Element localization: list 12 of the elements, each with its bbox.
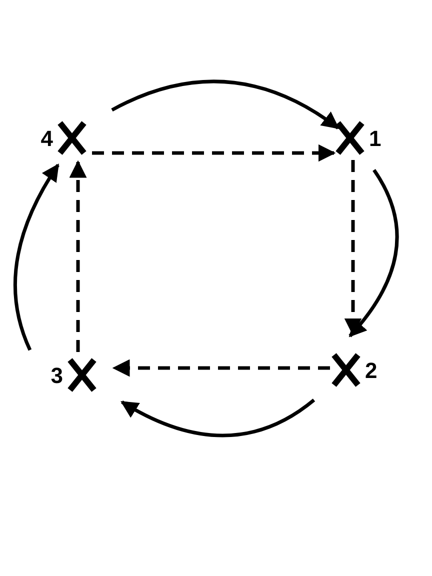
point-number: 2 bbox=[365, 360, 378, 382]
dashed-arrow bbox=[69, 160, 87, 352]
curved-arrow bbox=[111, 80, 340, 130]
curved-arrow bbox=[14, 164, 60, 351]
dashed-arrow bbox=[112, 359, 330, 377]
curved-arrow bbox=[348, 169, 399, 338]
point-number: 4 bbox=[40, 128, 53, 150]
curved-arrow bbox=[120, 398, 316, 438]
dashed-arrow bbox=[92, 144, 336, 162]
dashed-arrow bbox=[344, 160, 362, 336]
point-number: 1 bbox=[369, 128, 382, 150]
point-number: 3 bbox=[50, 365, 63, 387]
